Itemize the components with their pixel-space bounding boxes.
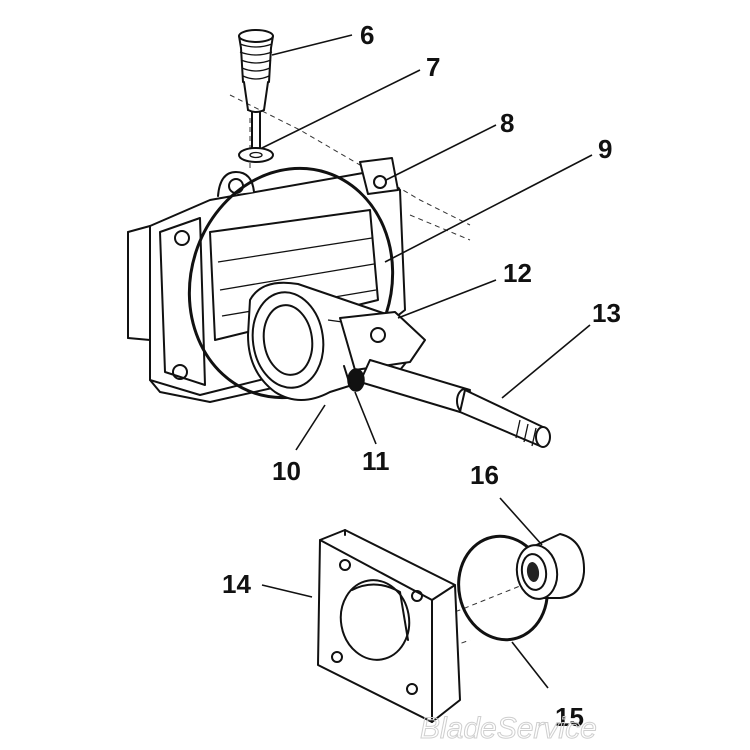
leader-lines: [261, 34, 593, 689]
callout-15: 15: [555, 702, 584, 732]
callout-14: 14: [222, 569, 251, 599]
callout-12: 12: [503, 258, 532, 288]
callout-7: 7: [426, 52, 440, 82]
part-6-threaded-plug: [238, 29, 274, 151]
part-11-plug: [343, 365, 365, 392]
callout-11: 11: [362, 446, 390, 476]
part-13-shaft: [359, 359, 551, 448]
callout-10: 10: [272, 456, 301, 486]
callout-8: 8: [500, 108, 514, 138]
callout-13: 13: [592, 298, 621, 328]
callout-9: 9: [598, 134, 612, 164]
callout-labels: 6 7 8 9 12 13 10 11 16 14 15: [222, 20, 621, 732]
part-12-link-plate: [339, 311, 426, 371]
callout-6: 6: [360, 20, 374, 50]
part-14-cover-plate: [317, 529, 461, 723]
part-7-washer: [238, 147, 274, 163]
part-16-bushing: [515, 533, 586, 600]
callout-16: 16: [470, 460, 499, 490]
watermark-logo: BladeService: [420, 712, 597, 745]
